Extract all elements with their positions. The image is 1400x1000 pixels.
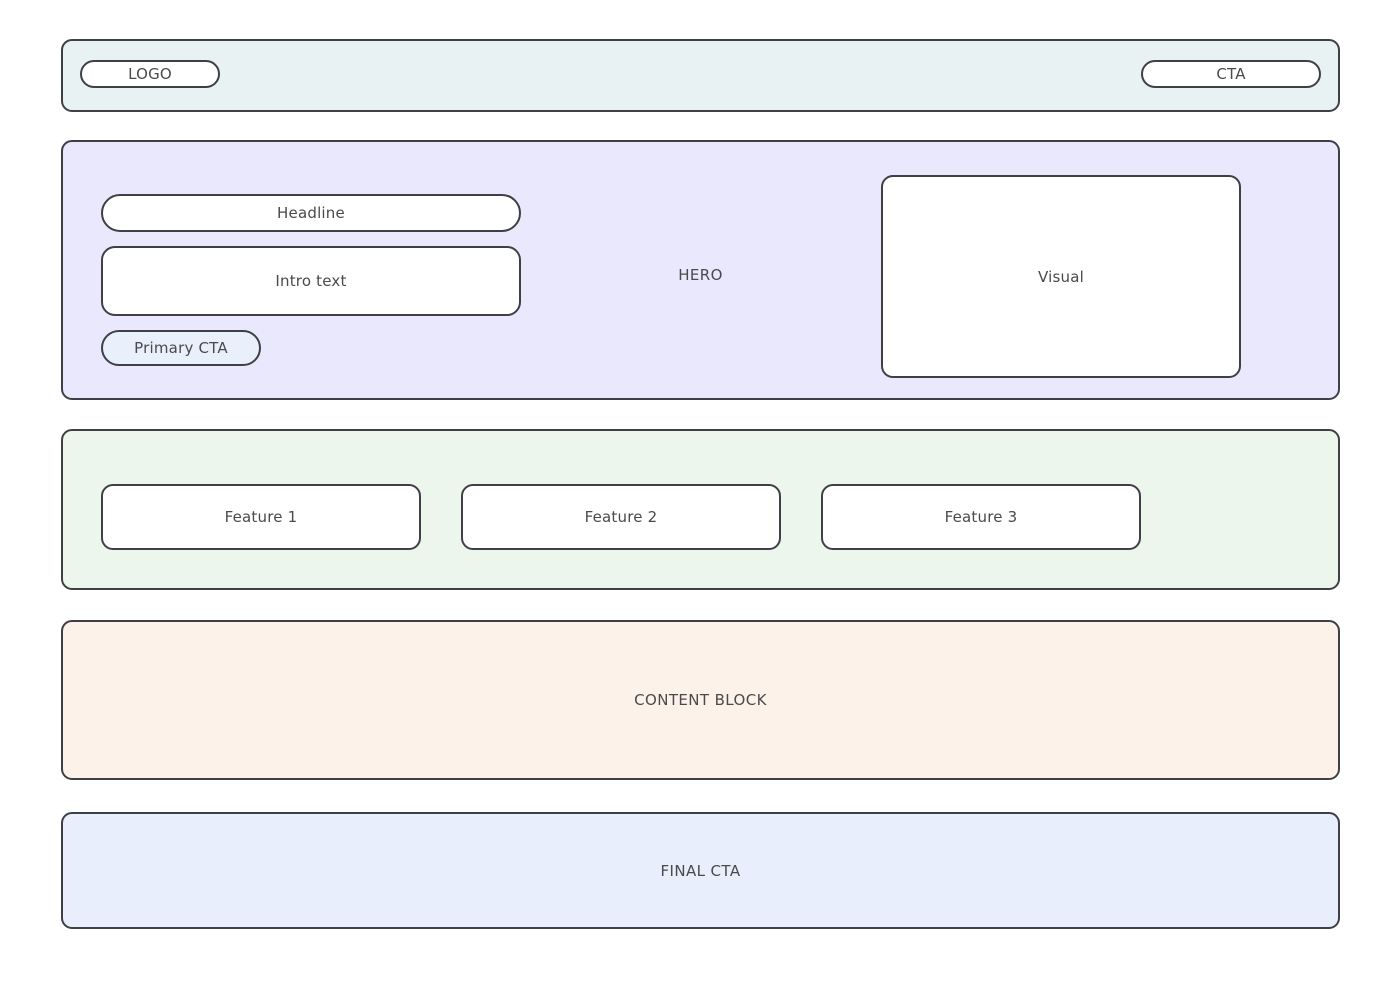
feature-card[interactable]: Feature 3: [821, 484, 1141, 550]
feature-card-label: Feature 1: [224, 508, 298, 526]
content-block-label: CONTENT BLOCK: [634, 691, 767, 709]
features-inner: Feature 1 Feature 2 Feature 3: [63, 431, 1338, 588]
logo-placeholder[interactable]: LOGO: [80, 60, 220, 88]
hero-headline-label: Headline: [277, 204, 345, 222]
logo-label: LOGO: [128, 65, 172, 83]
header-section: LOGO CTA: [61, 39, 1340, 112]
hero-primary-cta-button[interactable]: Primary CTA: [101, 330, 261, 366]
hero-intro-label: Intro text: [275, 272, 347, 290]
feature-card-label: Feature 2: [584, 508, 658, 526]
hero-visual-label: Visual: [1038, 267, 1084, 286]
content-block-section: CONTENT BLOCK: [61, 620, 1340, 780]
hero-intro-placeholder: Intro text: [101, 246, 521, 316]
hero-section-title-label: HERO: [678, 266, 723, 284]
feature-card[interactable]: Feature 1: [101, 484, 421, 550]
hero-headline-placeholder: Headline: [101, 194, 521, 232]
hero-primary-cta-label: Primary CTA: [134, 339, 228, 357]
hero-section-title: HERO: [63, 265, 1338, 284]
feature-card[interactable]: Feature 2: [461, 484, 781, 550]
header-inner: LOGO CTA: [63, 41, 1338, 110]
final-cta-label: FINAL CTA: [660, 861, 741, 880]
features-section: Feature 1 Feature 2 Feature 3: [61, 429, 1340, 590]
feature-card-label: Feature 3: [944, 508, 1018, 526]
header-cta-button[interactable]: CTA: [1141, 60, 1321, 88]
final-cta-section[interactable]: FINAL CTA: [61, 812, 1340, 929]
header-cta-label: CTA: [1216, 65, 1246, 83]
hero-inner: Headline Intro text Primary CTA HERO Vis…: [63, 142, 1338, 398]
hero-section: Headline Intro text Primary CTA HERO Vis…: [61, 140, 1340, 400]
hero-visual-placeholder: Visual: [881, 175, 1241, 378]
